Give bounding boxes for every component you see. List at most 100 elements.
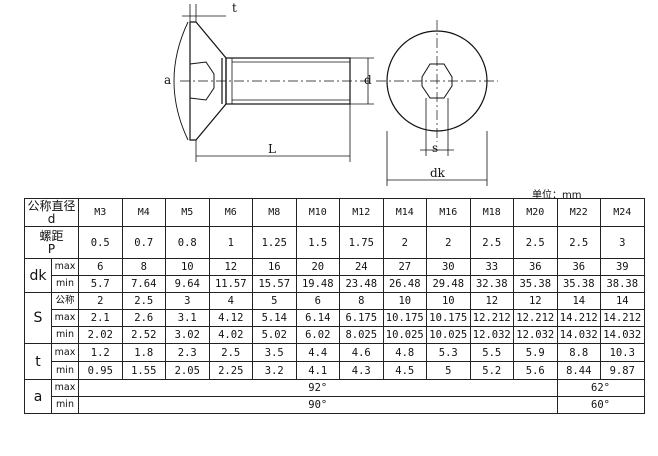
size-cell: M6	[208, 198, 254, 227]
s-min-cell: 8.025	[339, 326, 384, 344]
row-s-min: min 2.02 2.52 3.02 4.02 5.02 6.02 8.025 …	[25, 326, 645, 344]
dk-max-cell: 6	[78, 258, 123, 276]
row-s-max: max 2.1 2.6 3.1 4.12 5.14 6.14 6.175 10.…	[25, 309, 645, 327]
t-min-cell: 4.1	[295, 361, 341, 380]
s-min-cell: 10.025	[426, 326, 471, 344]
s-max-cell: 2.6	[121, 309, 167, 327]
dk-max-cell: 36	[556, 258, 602, 276]
t-max-cell: 5.5	[469, 343, 515, 362]
size-cell: M20	[513, 198, 558, 227]
sub-min: min	[50, 396, 80, 414]
size-cell: M16	[426, 198, 471, 227]
s-min-cell: 3.02	[165, 326, 210, 344]
size-cell: M24	[600, 198, 645, 227]
t-min-cell: 5.2	[469, 361, 515, 380]
s-nominal-cell: 8	[339, 292, 384, 310]
t-max-cell: 4.8	[382, 343, 428, 362]
s-min-cell: 12.032	[469, 326, 515, 344]
size-cell: M22	[556, 198, 602, 227]
s-nominal-cell: 12	[513, 292, 558, 310]
header-t: t	[24, 343, 52, 380]
s-max-cell: 10.175	[382, 309, 428, 327]
a-max-main: 92°	[78, 379, 558, 397]
t-min-cell: 4.3	[339, 361, 384, 380]
label-t: t	[232, 1, 237, 15]
dk-max-cell: 30	[426, 258, 471, 276]
t-max-cell: 4.4	[295, 343, 341, 362]
label-L: L	[268, 142, 276, 156]
s-nominal-cell: 3	[165, 292, 210, 310]
s-max-cell: 6.14	[295, 309, 341, 327]
dk-max-cell: 33	[469, 258, 515, 276]
s-max-cell: 14.212	[556, 309, 602, 327]
s-min-cell: 5.02	[252, 326, 297, 344]
dk-min-cell: 23.48	[339, 275, 384, 293]
row-t-min: min 0.95 1.55 2.05 2.25 3.2 4.1 4.3 4.5 …	[25, 361, 645, 380]
pitch-cell: 0.5	[78, 226, 123, 259]
screw-drawing: t a d L s dk	[164, 1, 498, 186]
sub-max: max	[50, 379, 80, 397]
row-pitch: 螺距 P 0.5 0.7 0.8 1 1.25 1.5 1.75 2 2 2.5…	[23, 226, 645, 259]
size-cell: M18	[469, 198, 515, 227]
s-nominal-cell: 10	[382, 292, 428, 310]
dk-max-cell: 27	[382, 258, 428, 276]
row-size: 公称直径 d M3 M4 M5 M6 M8 M10 M12 M14 M16 M1…	[23, 198, 645, 227]
dk-max-cell: 24	[339, 258, 384, 276]
t-min-cell: 0.95	[78, 361, 123, 380]
a-max-last: 62°	[556, 379, 645, 397]
s-max-cell: 3.1	[165, 309, 210, 327]
a-min-last: 60°	[556, 396, 645, 414]
pitch-cell: 2	[382, 226, 428, 259]
label-a: a	[164, 73, 171, 87]
s-max-cell: 4.12	[208, 309, 254, 327]
t-max-cell: 8.8	[556, 343, 602, 362]
s-max-cell: 10.175	[426, 309, 471, 327]
s-nominal-cell: 10	[426, 292, 471, 310]
t-max-cell: 4.6	[339, 343, 384, 362]
row-dk-max: dk max 6 8 10 12 16 20 24 27 30 33 36 36…	[24, 258, 645, 293]
dk-max-cell: 8	[121, 258, 167, 276]
s-min-cell: 2.52	[121, 326, 167, 344]
t-min-cell: 4.5	[382, 361, 428, 380]
t-min-cell: 1.55	[121, 361, 167, 380]
s-max-cell: 12.212	[513, 309, 558, 327]
t-min-cell: 5.6	[513, 361, 558, 380]
t-max-cell: 2.3	[165, 343, 210, 362]
pitch-cell: 1	[208, 226, 254, 259]
s-nominal-cell: 4	[208, 292, 254, 310]
s-nominal-cell: 12	[469, 292, 515, 310]
sub-max: max	[50, 309, 80, 327]
dk-min-cell: 35.38	[513, 275, 558, 293]
dk-min-cell: 35.38	[556, 275, 602, 293]
label-d: d	[364, 73, 372, 87]
s-max-cell: 5.14	[252, 309, 297, 327]
dk-min-cell: 7.64	[121, 275, 167, 293]
angle-arc	[173, 21, 189, 141]
dk-max-cell: 39	[600, 258, 645, 276]
pitch-cell: 2.5	[469, 226, 515, 259]
t-min-cell: 9.87	[600, 361, 645, 380]
t-max-cell: 3.5	[252, 343, 297, 362]
hex-socket-top	[421, 63, 453, 99]
header-s: S	[24, 292, 52, 344]
pitch-cell: 3	[600, 226, 645, 259]
s-min-cell: 4.02	[208, 326, 254, 344]
s-min-cell: 14.032	[600, 326, 645, 344]
s-max-cell: 14.212	[600, 309, 645, 327]
s-max-cell: 2.1	[78, 309, 123, 327]
dk-min-cell: 32.38	[469, 275, 515, 293]
row-dk-min: min 5.7 7.64 9.64 11.57 15.57 19.48 23.4…	[25, 275, 645, 293]
size-cell: M8	[252, 198, 297, 227]
t-min-cell: 2.25	[208, 361, 254, 380]
dk-min-cell: 9.64	[165, 275, 210, 293]
sub-max: max	[50, 343, 80, 362]
t-min-cell: 2.05	[165, 361, 210, 380]
pitch-cell: 1.25	[252, 226, 297, 259]
hex-socket	[189, 61, 215, 101]
header-nominal: 公称直径 d	[23, 198, 80, 227]
row-t-max: t max 1.2 1.8 2.3 2.5 3.5 4.4 4.6 4.8 5.…	[24, 343, 645, 380]
spec-table: 公称直径 d M3 M4 M5 M6 M8 M10 M12 M14 M16 M1…	[23, 198, 645, 414]
t-max-cell: 1.8	[121, 343, 167, 362]
dk-min-cell: 15.57	[252, 275, 297, 293]
s-nominal-cell: 14	[600, 292, 645, 310]
